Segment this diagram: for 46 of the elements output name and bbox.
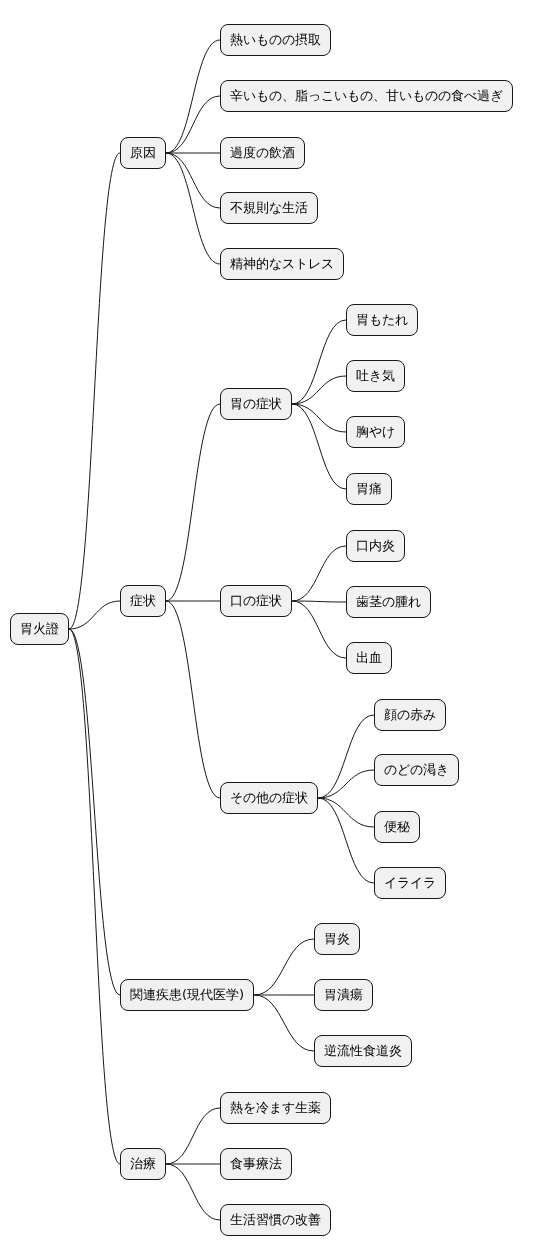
topic-node: 口内炎 [346, 530, 405, 562]
topic-node: その他の症状 [220, 782, 318, 814]
topic-node: 治療 [120, 1148, 166, 1180]
topic-node: 口の症状 [220, 585, 292, 617]
connector-line [291, 600, 347, 659]
topic-node: 辛いもの、脂っこいもの、甘いものの食べ過ぎ [220, 80, 513, 112]
connector-line [317, 797, 375, 884]
topic-node: 関連疾患(現代医学) [120, 979, 255, 1011]
connector-line [253, 994, 315, 996]
topic-node: 食事療法 [220, 1148, 292, 1180]
connector-line [165, 600, 221, 602]
connector-line [165, 1163, 221, 1221]
topic-node: 逆流性食道炎 [314, 1035, 412, 1067]
topic-node: 吐き気 [346, 360, 405, 392]
topic-node: 不規則な生活 [220, 192, 318, 224]
topic-node: 胃痛 [346, 473, 392, 505]
connector-line [68, 152, 121, 630]
topic-node: 便秘 [374, 811, 420, 843]
connector-line [165, 152, 221, 265]
topic-node: 熱を冷ます生薬 [220, 1092, 331, 1124]
topic-node: 過度の飲酒 [220, 137, 305, 169]
topic-node: 胃の症状 [220, 388, 292, 420]
topic-node: のどの渇き [374, 754, 459, 786]
topic-node: 顔の赤み [374, 699, 446, 731]
topic-node: 原因 [120, 137, 166, 169]
connector-line [291, 403, 347, 490]
connector-line [165, 600, 221, 799]
topic-node: 精神的なストレス [220, 248, 344, 280]
topic-node: イライラ [374, 867, 446, 899]
topic-node: 胸やけ [346, 416, 405, 448]
root-node: 胃火證 [10, 613, 69, 645]
topic-node: 歯茎の腫れ [346, 586, 431, 618]
connector-line [317, 797, 375, 828]
topic-node: 症状 [120, 585, 166, 617]
topic-node: 出血 [346, 642, 392, 674]
topic-node: 胃炎 [314, 923, 360, 955]
connector-line [68, 628, 121, 1165]
connector-line [68, 600, 121, 630]
topic-node: 胃潰瘍 [314, 979, 373, 1011]
connector-line [291, 600, 347, 603]
topic-node: 生活習慣の改善 [220, 1204, 331, 1236]
connector-line [253, 994, 315, 1052]
topic-node: 胃もたれ [346, 304, 418, 336]
connector-line [165, 1163, 221, 1165]
connector-line [291, 403, 347, 433]
topic-node: 熱いものの摂取 [220, 24, 331, 56]
